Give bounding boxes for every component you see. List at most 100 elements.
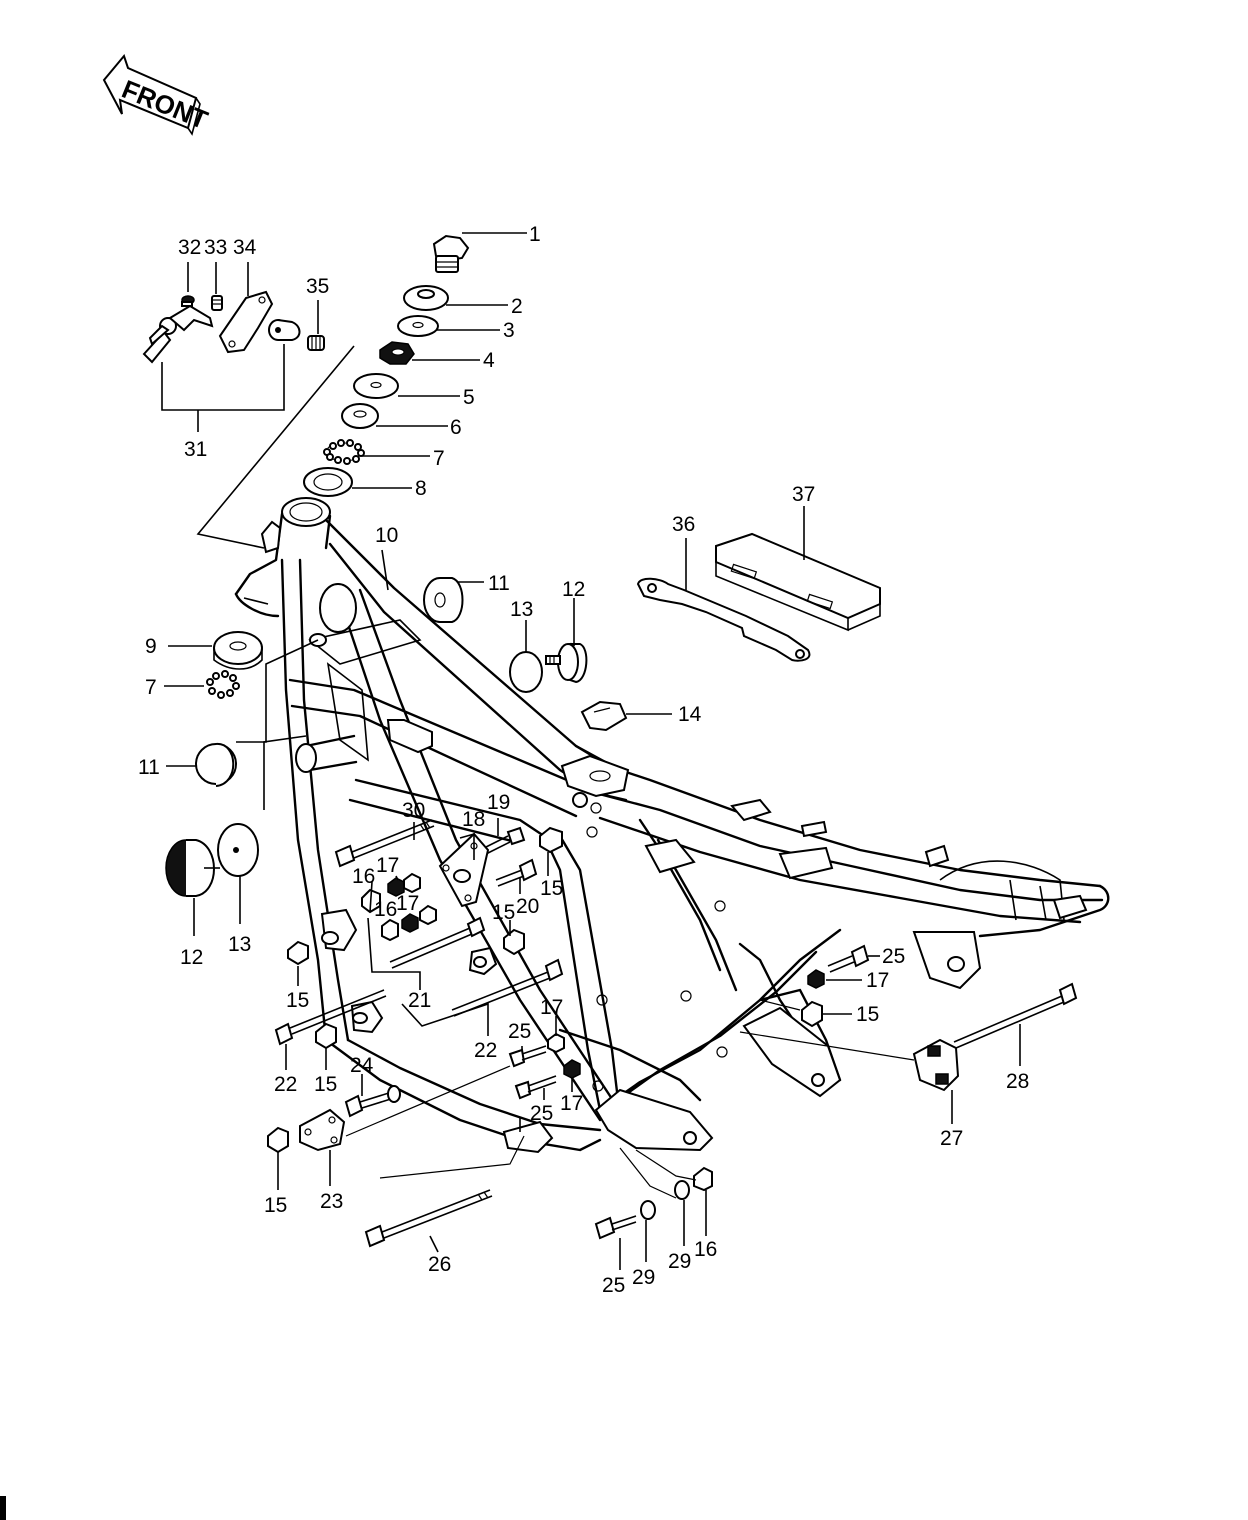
callout-30: 30	[402, 799, 425, 822]
callout-33: 33	[204, 236, 227, 259]
callout-19: 19	[487, 791, 510, 814]
callout-18: 18	[462, 808, 485, 831]
bolt-21	[389, 916, 486, 969]
washer-17a	[387, 877, 405, 897]
callout-11b: 11	[138, 756, 160, 779]
rubber-parts	[165, 577, 628, 897]
front-arrow-label: FRONT	[118, 74, 212, 135]
lock-spring	[211, 295, 223, 311]
callout-27: 27	[940, 1127, 963, 1150]
stem-cap-bolt	[432, 234, 470, 273]
callout-15d: 15	[314, 1073, 337, 1096]
front-arrow: FRONT	[102, 53, 212, 136]
callout-11a: 11	[488, 572, 510, 595]
callout-29a: 29	[632, 1266, 655, 1289]
rear-mount-bracket	[912, 1038, 960, 1092]
callout-9: 9	[145, 635, 157, 658]
callout-13a: 13	[510, 598, 533, 621]
nut-17d	[419, 904, 437, 926]
nut-15a	[539, 826, 563, 854]
bolt-20	[495, 858, 538, 887]
fasteners	[267, 819, 1078, 1248]
tank-damper-top	[423, 577, 464, 623]
steel-ball-ring	[323, 439, 365, 465]
callout-31: 31	[184, 438, 207, 461]
lower-steel-balls	[206, 670, 240, 699]
nut-15d	[315, 1022, 337, 1050]
callout-16a: 16	[352, 865, 375, 888]
bolt-25b	[514, 1075, 557, 1100]
bolt-19	[483, 826, 526, 855]
washer-17e	[807, 969, 825, 989]
bolt-25d	[827, 944, 870, 973]
callout-35: 35	[306, 275, 329, 298]
tank-damper-side	[195, 742, 237, 787]
callout-12a: 12	[562, 578, 585, 601]
callout-labels: 1 2 3 4 5 6 7 8 10 11 12 13 14 9 7 11 12…	[138, 223, 1029, 1297]
callout-17b: 17	[396, 892, 419, 915]
callout-26: 26	[428, 1253, 451, 1276]
callout-15b: 15	[492, 901, 515, 924]
edge-mark	[0, 1496, 6, 1520]
thin-washer	[397, 315, 439, 337]
callout-7b: 7	[145, 676, 157, 699]
callout-25b: 25	[530, 1102, 553, 1125]
nut-16b	[381, 918, 399, 942]
upper-bearing-race	[303, 467, 353, 497]
callout-6: 6	[450, 416, 462, 439]
lock-washer	[353, 373, 399, 399]
mount-plate-23	[299, 1108, 346, 1152]
callout-16b: 16	[374, 898, 397, 921]
callout-15c: 15	[286, 989, 309, 1012]
callout-22a: 22	[274, 1073, 297, 1096]
grommet-top	[509, 651, 543, 693]
washer-17c	[401, 913, 419, 933]
callout-34: 34	[233, 236, 257, 259]
callout-15e: 15	[264, 1194, 287, 1217]
callout-10: 10	[375, 524, 398, 547]
callout-12b: 12	[180, 946, 203, 969]
damper-cap-bottom	[165, 839, 220, 897]
leader-lines	[164, 506, 1021, 1270]
callout-7a: 7	[433, 447, 445, 470]
ignition-lock-parts	[142, 262, 355, 549]
callout-21: 21	[408, 989, 431, 1012]
callout-17e: 17	[866, 969, 889, 992]
key-icon	[142, 304, 214, 364]
callout-25a: 25	[508, 1020, 531, 1043]
lock-screw	[181, 295, 195, 307]
seat-bracket-parts	[636, 532, 881, 662]
bolt-28	[953, 982, 1078, 1049]
nut-15f	[801, 1000, 823, 1028]
lower-bearing-race	[213, 631, 263, 670]
callout-14: 14	[678, 703, 702, 726]
seat-clip	[580, 700, 628, 732]
bolt-25a	[508, 1045, 547, 1068]
nut-17c	[547, 1032, 565, 1054]
engine-mount-plate	[438, 832, 490, 908]
washer-29a	[640, 1200, 656, 1220]
callout-2: 2	[511, 295, 523, 318]
motorcycle-frame	[234, 497, 1110, 1154]
head-lock-spring	[307, 335, 325, 351]
callout-15a: 15	[540, 877, 563, 900]
stem-washer	[403, 285, 449, 311]
callout-3: 3	[503, 319, 515, 342]
callout-22b: 22	[474, 1039, 497, 1062]
callout-5: 5	[463, 386, 475, 409]
bolt-22a	[274, 989, 387, 1046]
callout-4: 4	[483, 349, 495, 372]
callout-15f: 15	[856, 1003, 879, 1026]
callout-24: 24	[350, 1054, 374, 1077]
nut-17b	[403, 872, 421, 894]
callout-20: 20	[516, 895, 539, 918]
bolt-30	[334, 819, 435, 868]
callout-13b: 13	[228, 933, 251, 956]
callout-17a: 17	[376, 854, 399, 877]
dust-seal	[341, 403, 379, 429]
callout-37: 37	[792, 483, 815, 506]
seat-bracket-plate	[636, 577, 811, 662]
bolt-25c	[594, 1215, 637, 1240]
callout-17d: 17	[560, 1092, 583, 1115]
